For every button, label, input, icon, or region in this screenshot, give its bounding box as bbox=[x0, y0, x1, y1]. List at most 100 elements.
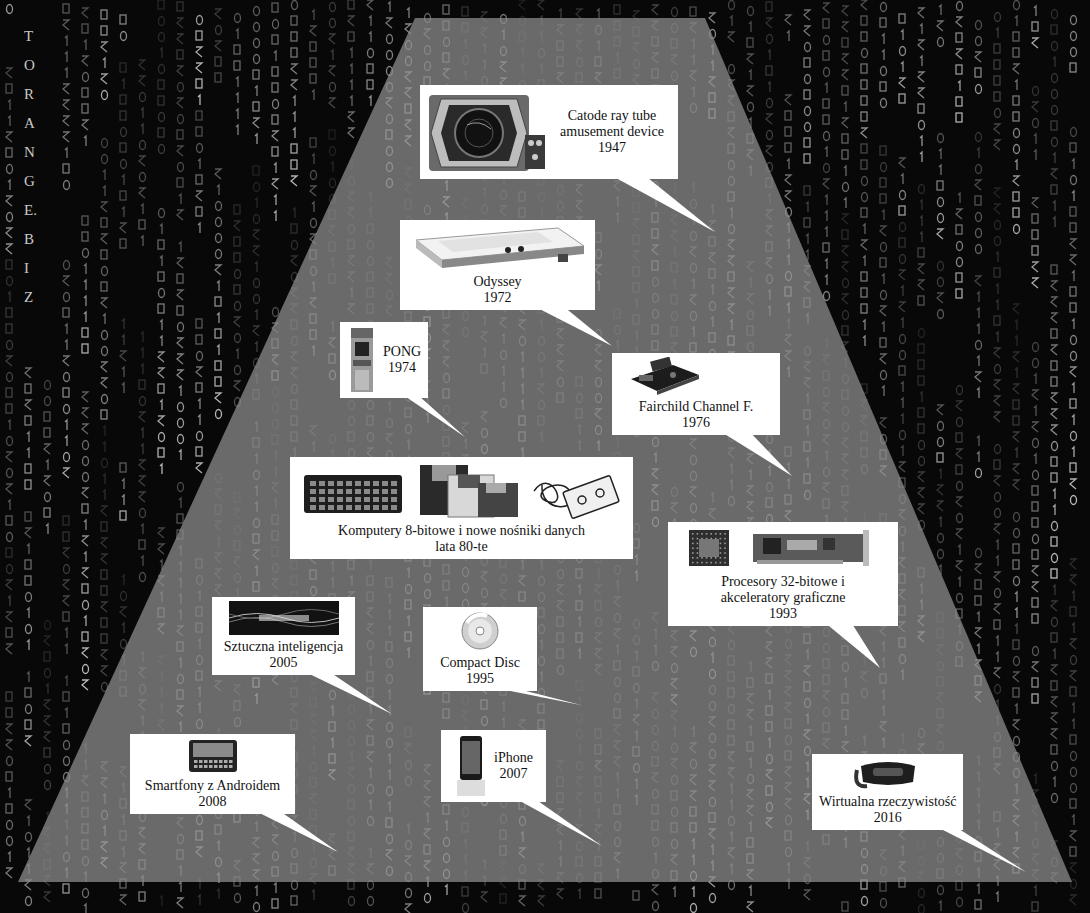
illustration-shape bbox=[82, 24, 88, 33]
illustration-shape bbox=[329, 98, 335, 108]
illustration-shape bbox=[234, 253, 240, 262]
illustration-shape bbox=[8, 116, 10, 126]
illustration-shape bbox=[101, 538, 107, 548]
illustration-shape bbox=[310, 138, 316, 147]
illustration-shape bbox=[102, 91, 108, 100]
illustration-shape bbox=[310, 74, 316, 83]
illustration-shape bbox=[255, 342, 257, 352]
illustration-shape bbox=[406, 889, 412, 898]
illustration-shape bbox=[44, 732, 50, 742]
illustration-shape bbox=[102, 395, 108, 404]
illustration-shape bbox=[198, 895, 200, 905]
illustration-shape bbox=[6, 628, 12, 637]
illustration-shape bbox=[198, 415, 200, 425]
illustration-shape bbox=[64, 261, 70, 270]
illustration-shape bbox=[122, 319, 124, 329]
illustration-shape bbox=[44, 636, 50, 646]
illustration-shape bbox=[749, 70, 751, 80]
illustration-shape bbox=[254, 39, 260, 48]
illustration-shape bbox=[254, 295, 260, 304]
illustration-shape bbox=[254, 215, 260, 224]
illustration-shape bbox=[6, 612, 12, 622]
illustration-shape bbox=[253, 118, 259, 128]
illustration-shape bbox=[823, 115, 829, 124]
illustration-shape bbox=[44, 892, 50, 902]
illustration-shape bbox=[405, 904, 411, 913]
illustration-shape bbox=[368, 49, 374, 58]
illustration-shape bbox=[804, 58, 810, 67]
illustration-shape bbox=[253, 230, 259, 240]
illustration-shape bbox=[254, 23, 260, 32]
illustration-shape bbox=[64, 741, 70, 750]
illustration-shape bbox=[823, 3, 829, 13]
illustration-shape bbox=[768, 50, 770, 60]
illustration-shape bbox=[368, 897, 374, 906]
illustration-shape bbox=[102, 347, 108, 356]
illustration-shape bbox=[6, 548, 12, 557]
illustration-shape bbox=[103, 426, 105, 436]
illustration-shape bbox=[330, 19, 336, 28]
illustration-shape bbox=[6, 708, 12, 717]
illustration-shape bbox=[141, 348, 143, 358]
illustration-shape bbox=[235, 366, 241, 375]
illustration-shape bbox=[350, 96, 352, 106]
illustration-shape bbox=[255, 86, 257, 96]
illustration-shape bbox=[25, 480, 31, 489]
illustration-shape bbox=[785, 95, 791, 105]
illustration-shape bbox=[597, 9, 599, 19]
illustration-shape bbox=[196, 31, 202, 40]
illustration-shape bbox=[215, 169, 221, 179]
illustration-shape bbox=[83, 73, 89, 82]
illustration-shape bbox=[82, 120, 88, 130]
illustration-shape bbox=[63, 100, 69, 110]
illustration-shape bbox=[196, 319, 202, 328]
illustration-shape bbox=[310, 186, 316, 196]
illustration-shape bbox=[387, 51, 393, 60]
illustration-shape bbox=[198, 223, 200, 233]
illustration-shape bbox=[177, 370, 183, 380]
illustration-shape bbox=[82, 8, 88, 18]
illustration-shape bbox=[84, 904, 86, 913]
illustration-shape bbox=[653, 902, 659, 911]
illustration-shape bbox=[747, 86, 753, 96]
illustration-shape bbox=[82, 392, 88, 402]
illustration-shape bbox=[25, 528, 31, 538]
illustration-shape bbox=[255, 886, 257, 896]
illustration-shape bbox=[217, 281, 219, 291]
illustration-shape bbox=[273, 20, 279, 29]
illustration-shape bbox=[6, 148, 12, 157]
illustration-shape bbox=[64, 405, 70, 414]
illustration-shape bbox=[101, 410, 107, 419]
illustration-shape bbox=[102, 139, 108, 148]
illustration-shape bbox=[120, 463, 126, 472]
illustration-shape bbox=[27, 608, 29, 618]
illustration-shape bbox=[139, 76, 145, 86]
illustration-shape bbox=[122, 479, 124, 489]
illustration-shape bbox=[101, 666, 107, 676]
illustration-shape bbox=[217, 889, 219, 899]
illustration-shape bbox=[6, 244, 12, 254]
illustration-shape bbox=[350, 48, 352, 58]
illustration-shape bbox=[140, 93, 146, 102]
illustration-shape bbox=[44, 412, 50, 421]
illustration-shape bbox=[311, 219, 317, 228]
illustration-shape bbox=[27, 848, 29, 858]
illustration-shape bbox=[730, 16, 732, 26]
illustration-shape bbox=[215, 393, 221, 403]
illustration-shape bbox=[139, 60, 145, 70]
illustration-shape bbox=[160, 320, 162, 330]
illustration-shape bbox=[65, 68, 67, 78]
illustration-shape bbox=[824, 132, 830, 141]
illustration-shape bbox=[291, 80, 297, 90]
illustration-shape bbox=[787, 31, 789, 41]
illustration-shape bbox=[63, 132, 69, 142]
illustration-shape bbox=[291, 256, 297, 266]
illustration-shape bbox=[44, 508, 50, 517]
illustration-shape bbox=[82, 568, 88, 578]
illustration-shape bbox=[196, 207, 202, 216]
illustration-shape bbox=[576, 9, 582, 19]
illustration-shape bbox=[158, 544, 164, 554]
illustration-shape bbox=[83, 889, 89, 898]
illustration-shape bbox=[44, 700, 50, 710]
illustration-shape bbox=[255, 134, 257, 144]
